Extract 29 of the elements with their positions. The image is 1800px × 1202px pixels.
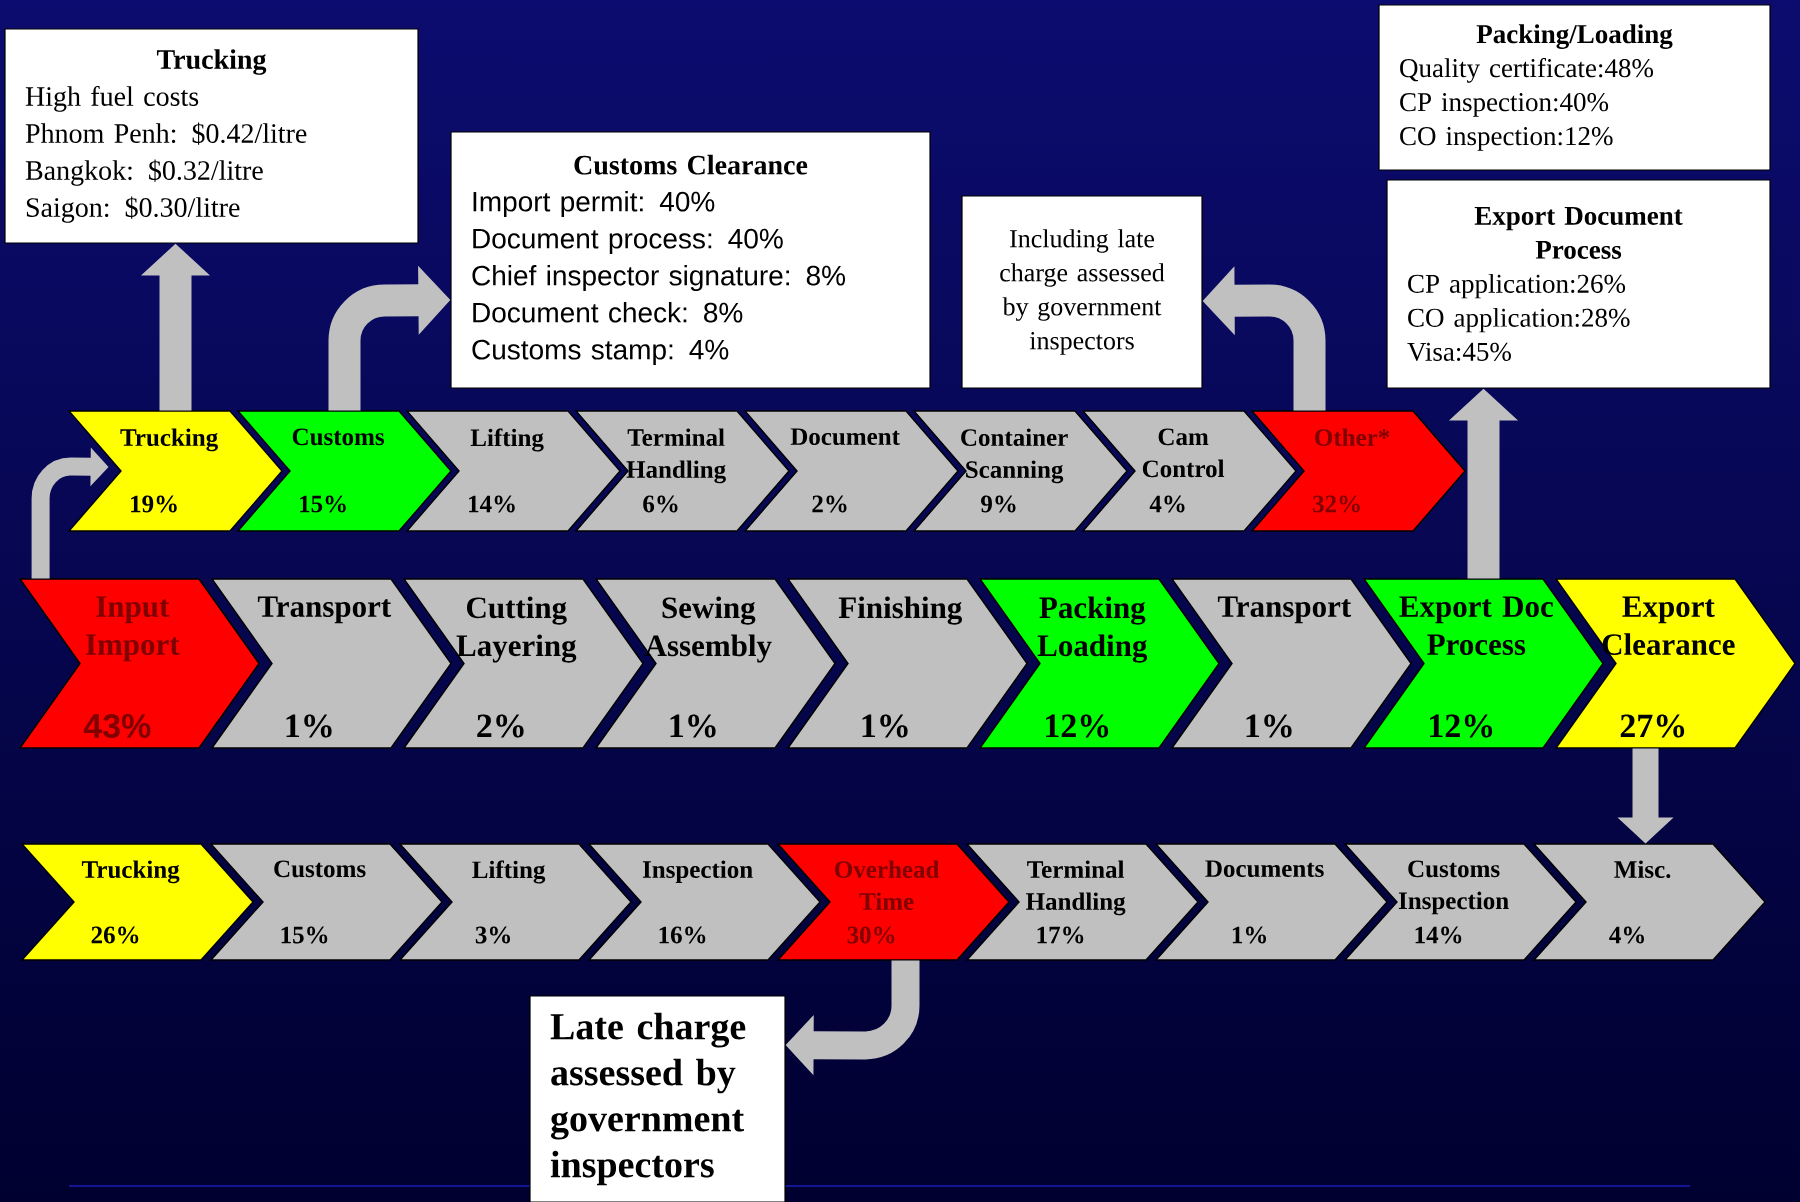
callout-box: Late charge assessed by government inspectors bbox=[529, 995, 786, 1202]
text-box: Trucking High fuel costs Phnom Penh: $0.42/litre Bangkok: $0.32/litre Saigon: $0.30/litre bbox=[4, 28, 419, 244]
process-step: Documents 1% bbox=[1154, 843, 1388, 961]
process-step: Customs Inspection 14% bbox=[1343, 843, 1577, 961]
process-step: Cam Control 4% bbox=[1081, 410, 1297, 532]
callout-box: Including late charge assessed by government inspectors bbox=[961, 195, 1203, 389]
process-step: Customs 15% bbox=[209, 843, 443, 961]
text-box: Export Document Process CP application:26% CO application:28% Visa:45% bbox=[1386, 179, 1771, 389]
text-box: Customs Clearance Import permit: 40% Document process: 40% Chief inspector signature: 8% Document check: 8% Customs stamp: 4% bbox=[450, 131, 931, 389]
process-step: Inspection 16% bbox=[587, 843, 821, 961]
process-step: Container Scanning 9% bbox=[912, 410, 1128, 532]
process-step: Cutting Layering 2% bbox=[402, 578, 644, 749]
process-step: Export Doc Process 12% bbox=[1362, 578, 1604, 749]
process-step: Finishing 1% bbox=[786, 578, 1028, 749]
process-step: Transport 1% bbox=[210, 578, 452, 749]
text-box: Packing/Loading Quality certificate:48% CP inspection:40% CO inspection:12% bbox=[1378, 4, 1771, 171]
process-step: Export Clearance 27% bbox=[1554, 578, 1796, 749]
process-step: Misc. 4% bbox=[1532, 843, 1766, 961]
process-step: Customs 15% bbox=[236, 410, 452, 532]
process-step: Lifting 3% bbox=[398, 843, 632, 961]
process-step: Terminal Handling 6% bbox=[574, 410, 790, 532]
process-step: Document 2% bbox=[743, 410, 959, 532]
process-step: Trucking 26% bbox=[20, 843, 254, 961]
process-step: Overhead Time 30% bbox=[776, 843, 1010, 961]
process-step: Sewing Assembly 1% bbox=[594, 578, 836, 749]
process-step: Trucking 19% bbox=[67, 410, 283, 532]
process-step: Lifting 14% bbox=[405, 410, 621, 532]
process-step: Terminal Handling 17% bbox=[965, 843, 1199, 961]
process-step: Other* 32% bbox=[1250, 410, 1466, 532]
